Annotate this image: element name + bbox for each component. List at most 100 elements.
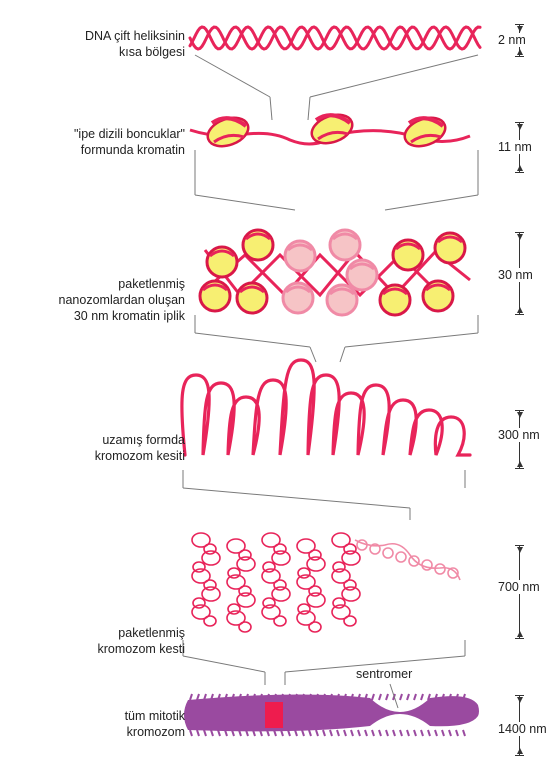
fiber-30nm	[200, 230, 470, 315]
fiber-nucleosome	[237, 283, 267, 313]
chromatin-coil	[272, 587, 290, 601]
chromatin-coil	[202, 587, 220, 601]
guide-line	[345, 333, 478, 347]
chromosome-fibril	[407, 694, 409, 700]
scale-label: 300 nm	[497, 428, 541, 442]
dna-double-helix	[190, 27, 480, 49]
chromosome-body	[184, 694, 479, 731]
chromatin-coil	[309, 622, 321, 632]
chromatin-coil	[274, 616, 286, 626]
chromosome-fibril	[400, 694, 402, 700]
scale-cap-bottom	[515, 755, 524, 756]
guide-line	[308, 97, 310, 120]
chromosome-fibril	[442, 730, 444, 736]
chromosome-fibril	[414, 730, 416, 736]
chromatin-coil	[307, 557, 325, 571]
fiber-nucleosome	[285, 241, 315, 271]
label-dna-helix: DNA çift heliksinin kısa bölgesi	[10, 28, 185, 60]
centromere-pointer	[390, 684, 398, 708]
scale-arrow-up	[517, 49, 523, 55]
chromosome-fibril	[379, 694, 381, 700]
label-beads-on-string: "ipe dizili boncuklar" formunda kromatin	[10, 126, 185, 158]
scale-label: 2 nm	[497, 33, 527, 47]
chromosome-fibril	[428, 730, 430, 736]
scale-arrow-down	[517, 697, 523, 703]
chromosome-fibril	[316, 730, 318, 736]
scale-arrow-up	[517, 748, 523, 754]
guide-line	[310, 55, 478, 97]
fiber-nucleosome	[207, 247, 237, 277]
scale-arrow-down	[517, 26, 523, 32]
chromosome-fibril	[421, 694, 423, 700]
chromosome-fibril	[372, 694, 374, 700]
chromosome-fibril	[204, 730, 206, 736]
guide-line	[183, 656, 265, 672]
chromatin-coil	[204, 616, 216, 626]
scale-cap-top	[515, 232, 524, 233]
scale-label: 11 nm	[497, 140, 533, 154]
scale-arrow-down	[517, 124, 523, 130]
label-extended-chromosome: uzamış formda kromozom kesiti	[10, 432, 185, 464]
guide-line	[385, 195, 478, 210]
guide-line	[340, 347, 345, 362]
nucleosome-1	[204, 113, 252, 152]
chromosome-fibril	[372, 730, 374, 736]
scale-arrow-up	[517, 461, 523, 467]
fiber-nucleosome	[435, 233, 465, 263]
condensed-chromosome-coils	[192, 533, 460, 632]
chromatin-coil	[239, 622, 251, 632]
chromatin-coil	[342, 587, 360, 601]
chromatin-tail-coil	[396, 552, 406, 562]
scale-cap-bottom	[515, 638, 524, 639]
scale-arrow-down	[517, 412, 523, 418]
fiber-nucleosome	[347, 260, 377, 290]
chromatin-coil	[307, 593, 325, 607]
scale-cap-bottom	[515, 314, 524, 315]
highlighted-section	[265, 702, 283, 728]
chromosome-fibril	[463, 730, 465, 736]
extended-chromosome-loops	[182, 360, 470, 455]
chromatin-tail-coil	[383, 548, 393, 558]
chromatin-tail-coil	[422, 560, 432, 570]
scale-label: 1400 nm	[497, 722, 548, 736]
scale-cap-top	[515, 410, 524, 411]
chromosome-fibril	[435, 730, 437, 736]
chromosome-fibril	[414, 694, 416, 700]
guide-line	[270, 97, 272, 120]
chromosome-fibril	[295, 730, 297, 736]
beads-on-string	[190, 110, 470, 152]
fiber-nucleosome	[330, 230, 360, 260]
chromosome-fibril	[197, 730, 199, 736]
chromosome-fibril	[302, 730, 304, 736]
guide-line	[195, 55, 270, 97]
chromosome-fibril	[365, 730, 367, 736]
scale-cap-bottom	[515, 172, 524, 173]
chromatin-coil	[342, 551, 360, 565]
guide-line	[310, 347, 316, 362]
fiber-nucleosome	[380, 285, 410, 315]
scale-arrow-up	[517, 631, 523, 637]
scale-label: 700 nm	[497, 580, 541, 594]
scale-cap-top	[515, 695, 524, 696]
fiber-nucleosome	[423, 281, 453, 311]
scale-cap-top	[515, 24, 524, 25]
chromatin-coil	[272, 551, 290, 565]
scale-arrow-up	[517, 165, 523, 171]
scale-arrow-up	[517, 307, 523, 313]
chromatin-coil	[202, 551, 220, 565]
nucleosome-3	[401, 113, 449, 152]
chromosome-fibril	[449, 730, 451, 736]
chromatin-loops	[182, 360, 470, 455]
label-packed-chromosome: paketlenmiş kromozom kesti	[10, 625, 185, 657]
chromosome-fibril	[407, 730, 409, 736]
chromosome-fibril	[323, 730, 325, 736]
guide-lines	[183, 55, 478, 685]
scale-cap-bottom	[515, 56, 524, 57]
chromosome-fibril	[393, 730, 395, 736]
guide-line	[183, 488, 410, 508]
scale-arrow-down	[517, 547, 523, 553]
chromosome-fibril	[386, 730, 388, 736]
chromatin-coil	[344, 616, 356, 626]
fiber-nucleosome	[327, 285, 357, 315]
